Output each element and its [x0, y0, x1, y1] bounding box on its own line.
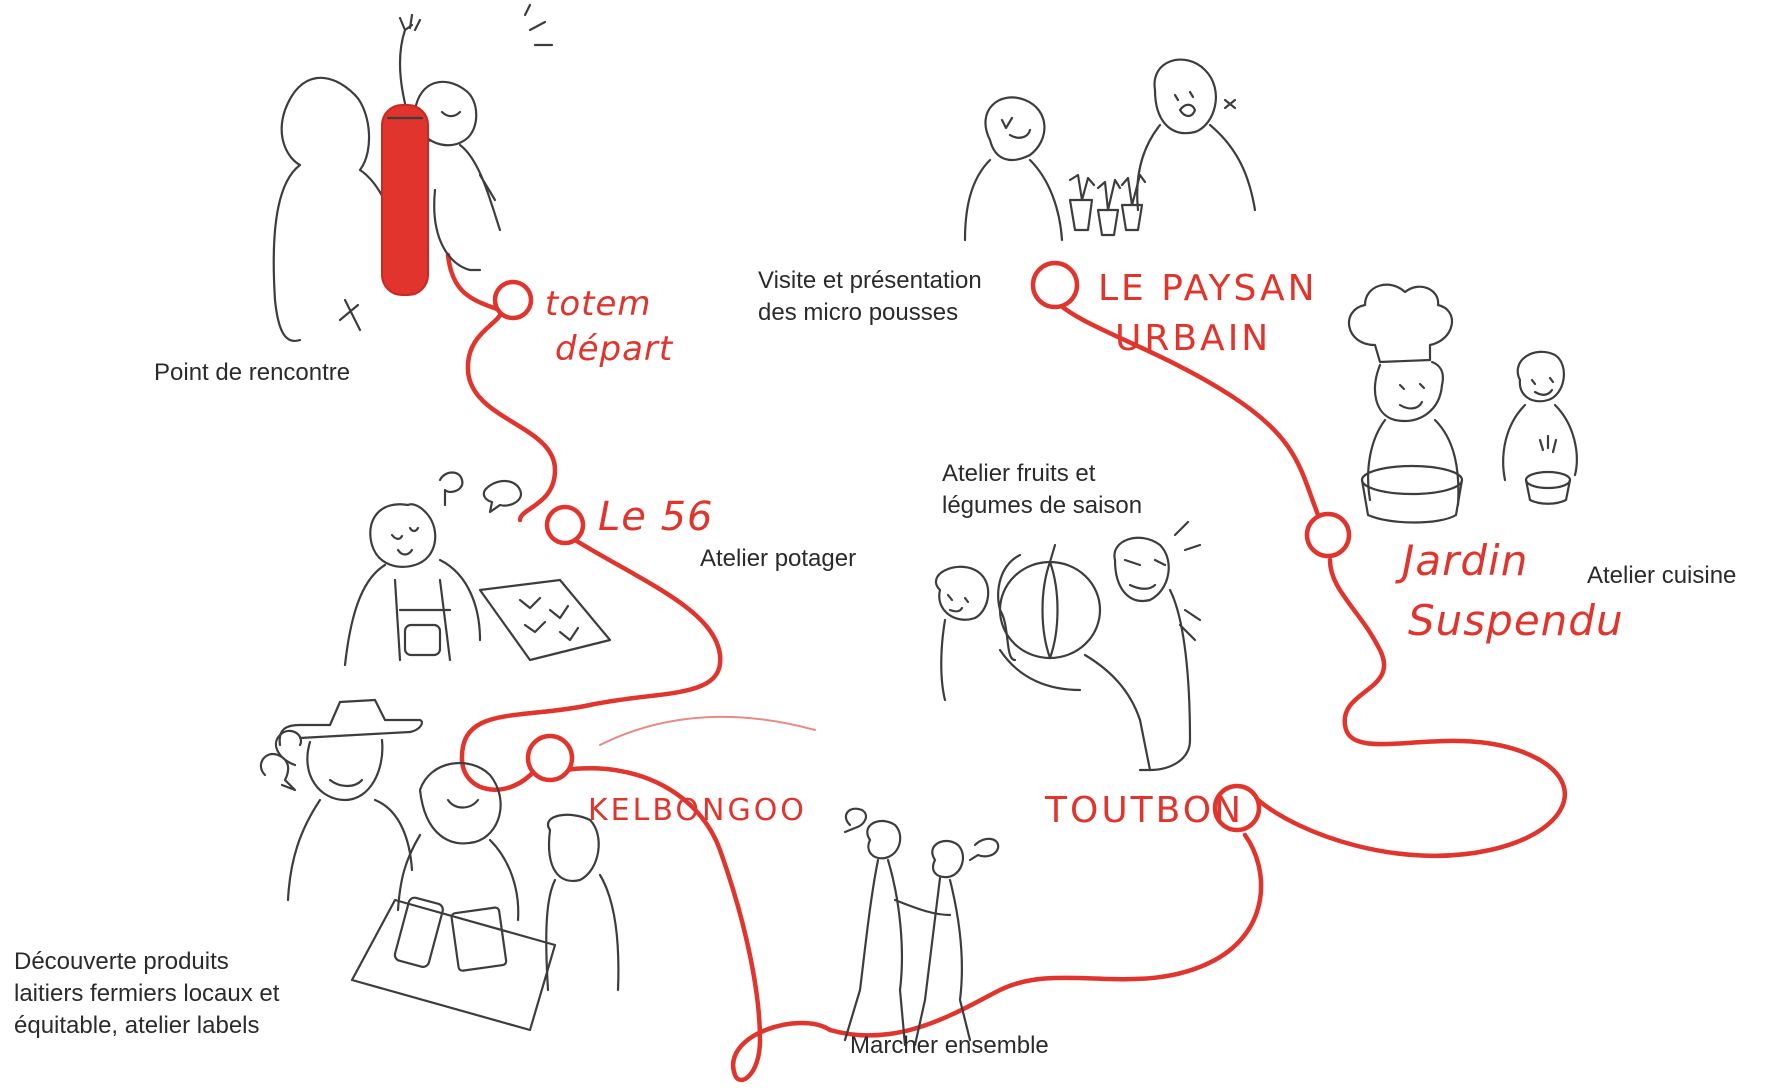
stop-label-le56: Le 56 — [598, 494, 714, 540]
stop-node-toutbon[interactable] — [1212, 783, 1262, 833]
caption-line: des micro pousses — [758, 299, 959, 326]
stop-node-totem[interactable] — [492, 279, 534, 321]
route-segment-le56-kelbongoo — [459, 537, 723, 792]
stop-label-kelbongoo: KELBONGOO — [588, 793, 807, 828]
walking-pair-icon — [843, 807, 1000, 1047]
stop-label-totem: totem départ — [545, 284, 674, 369]
route-segment-toutbon-jardin — [1255, 557, 1568, 859]
caption-line: équitable, atelier labels — [14, 1012, 260, 1039]
stop-node-jardin[interactable] — [1304, 511, 1352, 559]
caption-paysan: Visite et présentation des micro pousses — [758, 265, 982, 329]
route-segment-jardin-paysan — [1057, 302, 1323, 523]
route-path — [445, 252, 1568, 1083]
gardener-icon — [343, 471, 612, 667]
route-faded-line — [599, 715, 816, 746]
caption-toutbon: Atelier fruits et légumes de saison — [942, 458, 1142, 522]
micro-sprouts-icon — [963, 58, 1257, 242]
caption-line: Atelier potager — [700, 545, 857, 572]
caption-line: Atelier cuisine — [1587, 562, 1737, 589]
route-segment-kelbongoo-walk — [562, 766, 833, 1083]
caption-le56: Atelier potager — [700, 543, 856, 575]
stop-node-le56[interactable] — [544, 504, 586, 546]
route-segment-totem-le56 — [445, 252, 558, 523]
caption-line: légumes de saison — [942, 492, 1143, 519]
caption-line: Visite et présentation — [758, 267, 982, 294]
stop-node-kelbongoo[interactable] — [525, 733, 575, 783]
caption-line: Découverte produits — [14, 948, 229, 975]
pumpkin-holder-icon — [934, 520, 1202, 772]
caption-line: Marcher ensemble — [850, 1032, 1049, 1059]
stop-node-paysan[interactable] — [1030, 260, 1080, 310]
caption-jardin: Atelier cuisine — [1587, 560, 1736, 592]
chef-icon — [1347, 283, 1578, 524]
stop-label-toutbon: TOUTBON — [1044, 790, 1244, 831]
caption-line: Point de rencontre — [154, 359, 351, 386]
caption-kelbongoo: Découverte produits laitiers fermiers lo… — [14, 946, 279, 1042]
caption-line: Atelier fruits et — [942, 460, 1096, 487]
caption-walk: Marcher ensemble — [850, 1030, 1049, 1062]
caption-totem: Point de rencontre — [154, 357, 350, 389]
caption-line: laitiers fermiers locaux et — [14, 980, 280, 1007]
farmers-market-icon — [259, 698, 620, 1032]
stop-label-jardin: Jardin Suspendu — [1395, 536, 1624, 645]
route-segment-walk-toutbon — [827, 832, 1264, 1038]
stop-label-paysan: LE PAYSAN URBAIN — [1098, 268, 1332, 359]
totem-pole-icon — [381, 104, 429, 296]
